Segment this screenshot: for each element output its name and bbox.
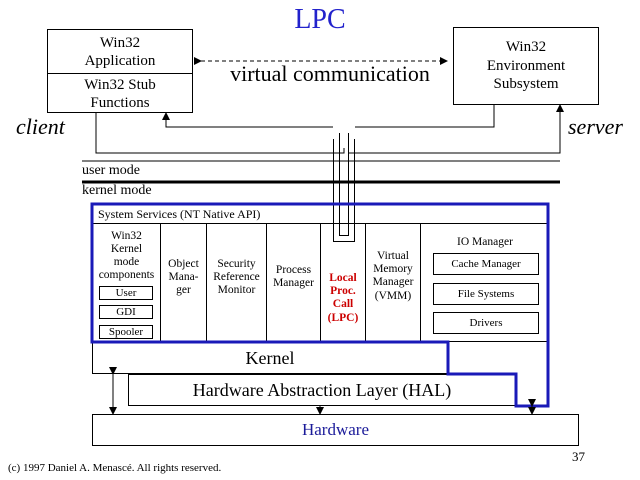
virtual-communication-label: virtual communication	[230, 61, 430, 86]
kernel-box: Kernel	[92, 342, 448, 374]
client-label: client	[16, 114, 65, 139]
page-title: LPC	[294, 4, 346, 35]
win32-kernel-components-label: Win32 Kernel mode components	[98, 230, 155, 281]
local-procedure-call: Local Proc. Call (LPC)	[327, 272, 359, 324]
win32-environment-subsystem-box: Win32 Environment Subsystem	[453, 27, 599, 105]
win32-application-label: Win32 Application	[48, 30, 192, 74]
gdi-component: GDI	[99, 305, 153, 319]
server-link-path	[349, 104, 564, 154]
process-manager: Process Manager	[273, 264, 314, 290]
drivers: Drivers	[433, 312, 539, 334]
cache-manager: Cache Manager	[433, 253, 539, 275]
server-call-path	[355, 105, 495, 128]
user-mode-label: user mode	[82, 163, 140, 178]
client-call-path	[95, 113, 345, 154]
security-reference-monitor: Security Reference Monitor	[213, 258, 260, 297]
io-manager-label: IO Manager	[457, 236, 513, 248]
kernel-mode-label: kernel mode	[82, 183, 152, 198]
system-services-label: System Services (NT Native API)	[98, 207, 261, 221]
win32-application-box: Win32 Application Win32 Stub Functions	[47, 29, 193, 113]
hardware-box: Hardware	[92, 414, 579, 446]
object-manager: Object Mana- ger	[168, 258, 199, 297]
lpc-tube-inner	[339, 133, 349, 236]
spooler-component: Spooler	[99, 325, 153, 339]
virtual-memory-manager: Virtual Memory Manager (VMM)	[372, 250, 414, 302]
user-component: User	[99, 286, 153, 300]
file-systems: File Systems	[433, 283, 539, 305]
client-return-path	[162, 112, 333, 128]
hal-box: Hardware Abstraction Layer (HAL)	[128, 374, 516, 406]
win32-stub-functions-label: Win32 Stub Functions	[84, 77, 156, 111]
server-label: server	[568, 114, 623, 139]
copyright-notice: (c) 1997 Daniel A. Menascé. All rights r…	[8, 462, 222, 474]
page-number: 37	[572, 449, 585, 464]
